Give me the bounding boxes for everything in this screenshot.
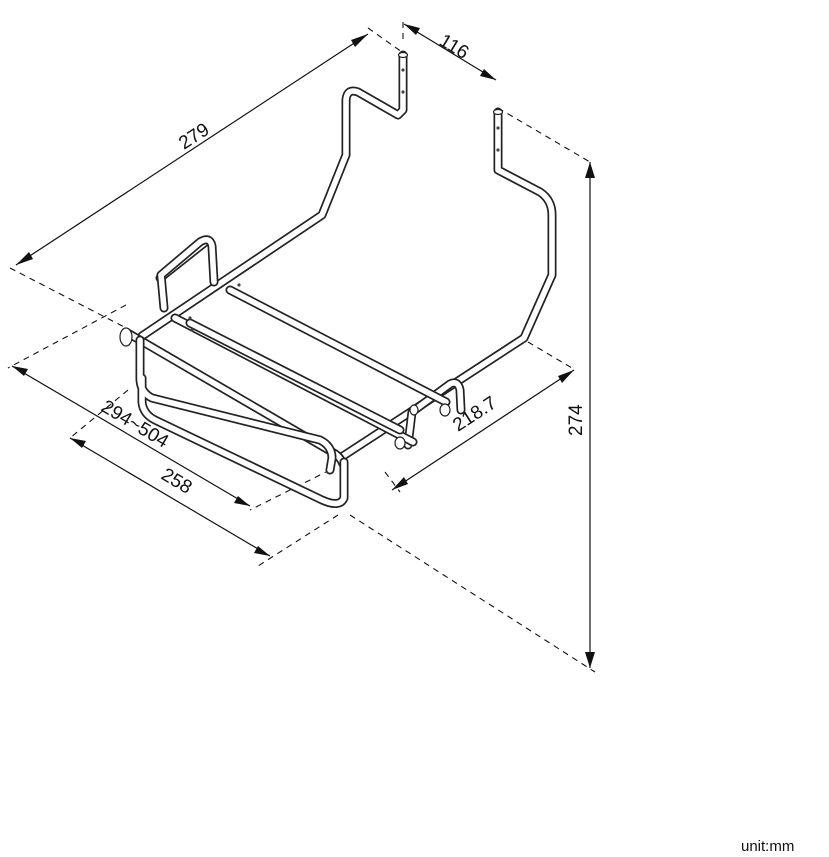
extension-lines: [7, 22, 596, 673]
unit-label: unit:mm: [741, 838, 794, 855]
rack-frame: [119, 50, 557, 508]
dim-label-depth: 279: [175, 119, 213, 154]
dim-label-post-spacing: 116: [435, 30, 472, 64]
dimension-lines: [11, 23, 595, 668]
dim-label-height: 274: [566, 404, 587, 436]
